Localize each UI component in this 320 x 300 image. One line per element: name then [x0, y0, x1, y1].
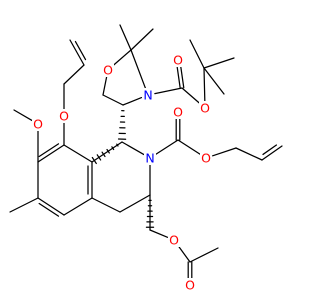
atom-label-background	[144, 151, 156, 165]
allyloxy-oxygen-label: O	[59, 109, 69, 124]
single-bond	[102, 76, 108, 96]
double-bond-line	[37, 197, 65, 216]
single-bond	[203, 67, 206, 102]
single-bond	[149, 229, 169, 238]
single-bond	[63, 64, 85, 85]
single-bond	[177, 139, 201, 155]
single-bond	[212, 147, 237, 157]
single-bond	[13, 109, 33, 122]
single-bond	[177, 245, 191, 263]
single-bond	[181, 87, 201, 105]
atom-label-background	[142, 88, 154, 102]
boc-ester-oxygen-label: O	[200, 101, 210, 116]
single-bond	[130, 28, 154, 51]
carbamate-ester-oxygen-label: O	[201, 151, 211, 166]
stereo-hash-wedge	[116, 143, 119, 147]
atom-label-background	[184, 278, 196, 292]
single-bond	[203, 67, 225, 95]
molecule-canvas: O N O O O O N O O O O	[9, 24, 283, 293]
double-bond-line	[69, 39, 85, 66]
single-bond	[112, 49, 132, 67]
single-bond	[63, 144, 93, 163]
single-bond	[91, 197, 121, 213]
stereo-hash-wedge	[91, 156, 97, 165]
boc-carbonyl-oxygen-label: O	[173, 53, 183, 68]
single-bond	[119, 194, 151, 213]
double-bond-line	[37, 144, 65, 163]
double-bond-line	[180, 66, 185, 89]
isoquinoline-nitrogen-label: N	[145, 151, 154, 166]
stereo-hash-wedge	[106, 148, 110, 154]
double-bond-line	[261, 145, 283, 161]
single-bond	[102, 94, 124, 106]
oxazolidine-nitrogen-label: N	[143, 88, 152, 103]
acetoxy-ester-oxygen-label: O	[169, 233, 179, 248]
double-bond-inner-line	[38, 143, 60, 158]
single-bond	[130, 49, 147, 90]
atom-label-background	[172, 105, 184, 119]
structure-diagram: O N O O O O N O O O O	[9, 24, 283, 293]
atom-label-background	[172, 53, 184, 67]
atom-label-background	[102, 63, 114, 77]
single-bond	[154, 87, 183, 95]
single-bond	[121, 141, 145, 156]
stereo-hash-wedge	[96, 154, 102, 161]
single-bond	[189, 247, 219, 263]
single-bond	[63, 197, 93, 216]
carbamate-carbonyl-oxygen-label: O	[173, 105, 183, 120]
double-bond-line	[176, 66, 181, 89]
stereo-hash-wedge	[111, 146, 115, 151]
double-bond-inner-line	[74, 40, 87, 61]
atom-label-background	[199, 101, 211, 115]
atom-label-background	[32, 117, 44, 131]
single-bond	[203, 57, 235, 69]
acetyl-carbonyl-oxygen-label: O	[185, 278, 195, 293]
single-bond	[189, 39, 205, 69]
methoxy-oxygen-label: O	[33, 117, 43, 132]
ring-oxygen-label: O	[103, 63, 113, 78]
double-bond-inner-line	[38, 202, 60, 217]
atom-label-background	[200, 151, 212, 165]
atom-label-background	[168, 233, 180, 247]
single-bond	[9, 197, 39, 213]
single-bond	[235, 147, 263, 161]
single-bond	[119, 24, 132, 51]
double-bond-inner-line	[262, 144, 278, 156]
single-bond	[155, 139, 179, 155]
stereo-hash-wedge	[101, 151, 106, 158]
atom-label-background	[58, 109, 70, 123]
single-bond	[122, 96, 143, 106]
